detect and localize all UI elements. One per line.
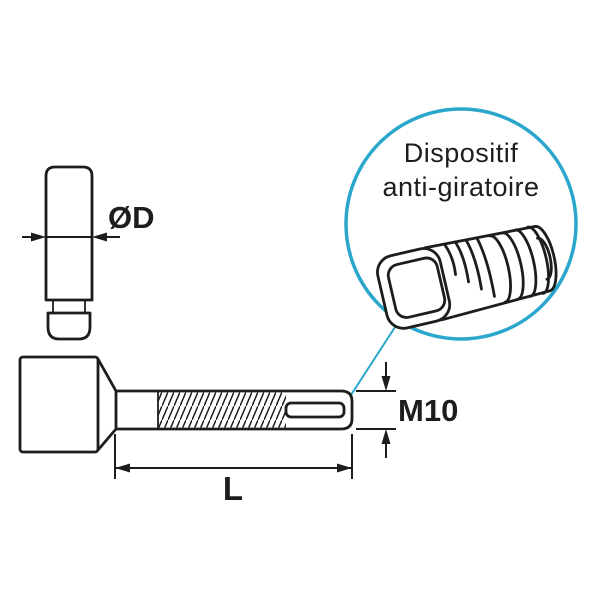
diameter-dimension: ØD xyxy=(22,200,155,242)
bolt-head xyxy=(18,355,100,454)
bolt-side-view xyxy=(18,355,354,454)
thread-label: M10 xyxy=(398,393,458,428)
bolt-tip-detail xyxy=(376,225,558,330)
length-arrow-left xyxy=(115,463,130,473)
tip-thread-crest-2 xyxy=(453,240,470,284)
tip-thread-crest-3 xyxy=(464,238,483,291)
bolt-antirotation-slot xyxy=(284,401,346,419)
callout-circle xyxy=(344,107,578,341)
stud-groove xyxy=(52,299,86,314)
thread-arrow-top xyxy=(381,376,391,391)
tip-thread-ring-1 xyxy=(488,234,512,304)
bolt-thread-hatch xyxy=(158,392,286,428)
callout-title-line2: anti-giratoire xyxy=(382,172,539,202)
tip-antirotation-face-inner xyxy=(386,256,447,319)
tip-thread-crest-4 xyxy=(475,236,496,298)
callout-title-line1: Dispositif xyxy=(404,138,519,168)
bolt-head-transition xyxy=(96,357,118,452)
stud-tip xyxy=(46,311,92,341)
tip-thread-crest-1 xyxy=(443,242,457,277)
thread-arrow-bottom xyxy=(381,429,391,444)
diameter-label: ØD xyxy=(108,200,155,235)
length-label: L xyxy=(223,470,243,507)
stud-body xyxy=(44,165,94,302)
tip-thread-ring-2 xyxy=(501,231,525,301)
diameter-arrow-right xyxy=(92,232,107,242)
tip-thread-ring-3 xyxy=(513,228,538,298)
callout-content: Dispositif anti-giratoire xyxy=(376,138,558,330)
tip-thread-ring-4 xyxy=(526,225,550,295)
length-dimension: L xyxy=(114,434,353,507)
thread-dimension: M10 xyxy=(356,362,458,458)
length-arrow-right xyxy=(337,463,352,473)
callout-leader-line xyxy=(348,320,400,399)
stud-side-view xyxy=(44,165,94,341)
tip-end-cap xyxy=(533,225,558,293)
diameter-arrow-left xyxy=(31,232,46,242)
